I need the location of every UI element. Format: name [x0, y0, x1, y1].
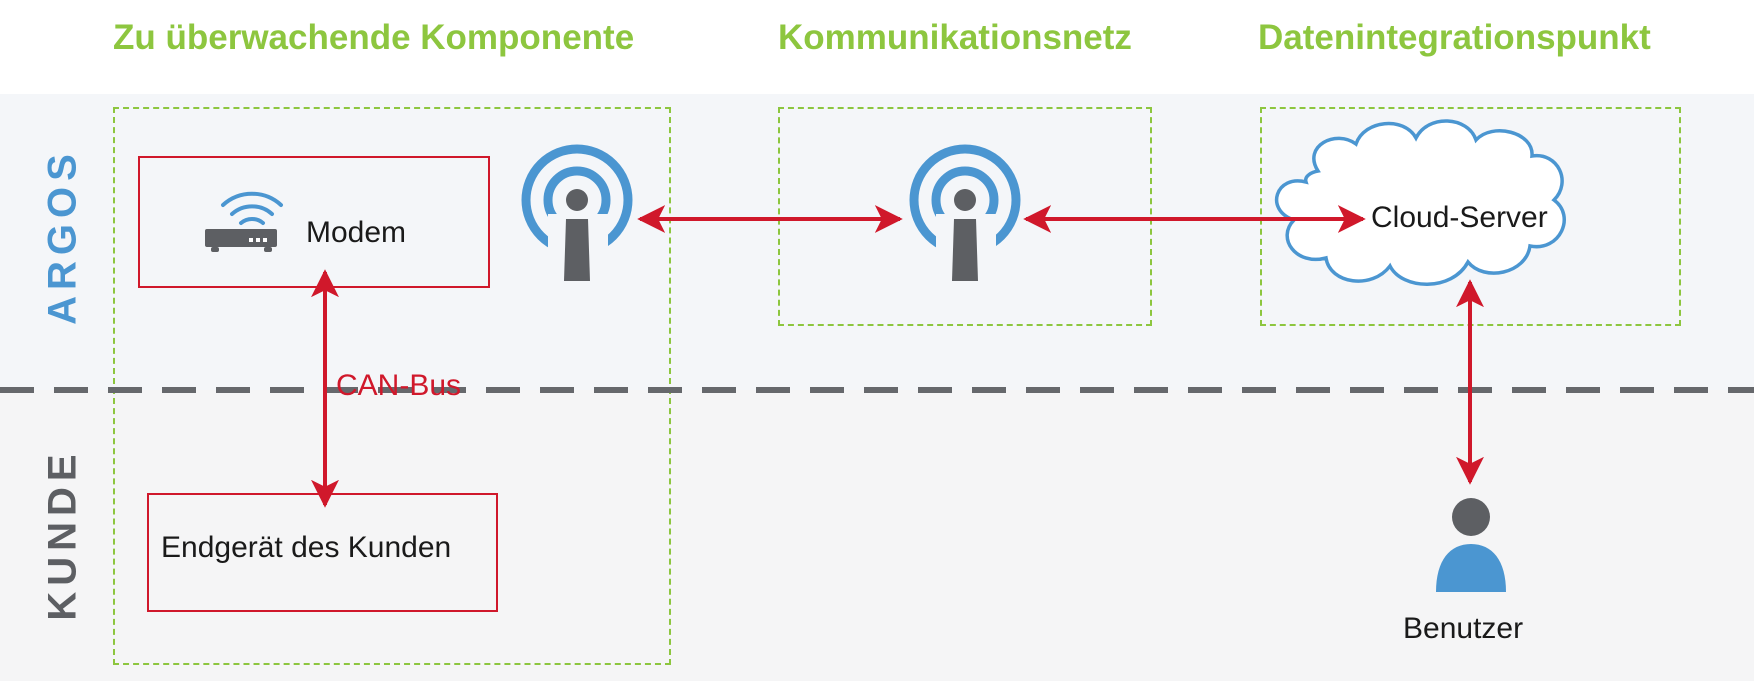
user-icon	[1436, 498, 1506, 592]
antenna-icon	[521, 144, 633, 288]
column-title-network: Kommunikationsnetz	[778, 18, 1132, 57]
column-title-component: Zu überwachende Komponente	[113, 18, 635, 57]
can-bus-label: CAN-Bus	[336, 369, 462, 402]
column-title-integration: Datenintegrationspunkt	[1258, 18, 1651, 57]
antenna-icon	[909, 144, 1021, 288]
device-label: Endgerät des Kunden	[161, 531, 452, 564]
cloud-label: Cloud-Server	[1371, 201, 1548, 234]
router-icon	[205, 191, 283, 252]
component-zone	[113, 107, 671, 665]
user-label: Benutzer	[1403, 612, 1524, 645]
modem-label: Modem	[306, 216, 407, 249]
